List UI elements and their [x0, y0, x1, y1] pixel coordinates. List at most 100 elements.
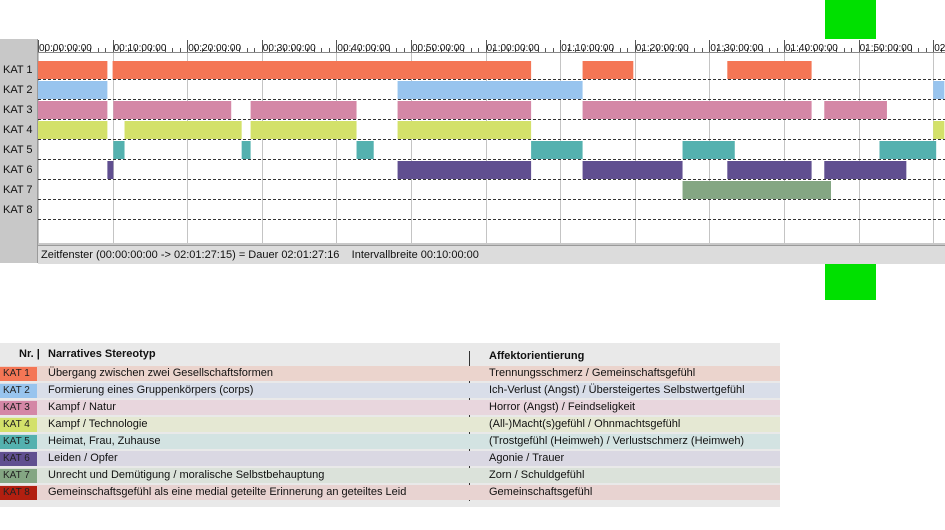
- bar-kat-1: [727, 61, 812, 79]
- legend-stereotyp: Leiden / Opfer: [48, 452, 118, 464]
- green-marker-bottom: [825, 263, 876, 300]
- tick-label: 00:40:00:00: [337, 43, 390, 54]
- legend-stereotyp: Unrecht und Demütigung / moralische Selb…: [48, 469, 325, 481]
- legend-row: KAT 8 Gemeinschaftsgefühl als eine medial…: [0, 485, 780, 500]
- bar-kat-3: [113, 101, 232, 119]
- legend-nr: KAT 1: [3, 368, 30, 379]
- legend-stereotyp: Formierung eines Gruppenkörpers (corps): [48, 384, 254, 396]
- tick-label: 00:10:00:00: [114, 43, 167, 54]
- legend-affekt: Zorn / Schuldgefühl: [489, 469, 585, 481]
- tick-label: 01:40:00:00: [785, 43, 838, 54]
- legend-table: Nr. | Narratives Stereotyp Affektorienti…: [0, 343, 780, 507]
- bar-kat-4: [38, 121, 108, 139]
- bar-kat-5: [531, 141, 583, 159]
- bar-kat-5: [356, 141, 374, 159]
- legend-color-tag: KAT 8: [0, 486, 37, 500]
- legend-affekt: Agonie / Trauer: [489, 452, 565, 464]
- bar-kat-7: [682, 181, 831, 199]
- legend-affekt-header: Affektorientierung: [489, 350, 585, 362]
- legend-color-tag: KAT 1: [0, 367, 37, 381]
- legend-affekt: Ich-Verlust (Angst) / Übersteigertes Sel…: [489, 384, 745, 396]
- legend-nr: KAT 6: [3, 453, 30, 464]
- category-label: KAT 4: [3, 124, 33, 136]
- bar-kat-4: [397, 121, 532, 139]
- bar-kat-3: [824, 101, 887, 119]
- tick-label: 01:00:00:00: [487, 43, 540, 54]
- bar-kat-4: [933, 121, 945, 139]
- legend-affekt: Horror (Angst) / Feindseligkeit: [489, 401, 636, 413]
- category-label: KAT 7: [3, 184, 33, 196]
- bar-kat-4: [124, 121, 242, 139]
- bar-kat-4: [250, 121, 357, 139]
- legend-affekt: (All-)Macht(s)gefühl / Ohnmachtsgefühl: [489, 418, 681, 430]
- legend-color-tag: KAT 6: [0, 452, 37, 466]
- legend-row: KAT 7 Unrecht und Demütigung / moralische…: [0, 468, 780, 483]
- timeline-svg: 00:00:00:00 00:10:00:00 00:20:00:00 00:30:0…: [38, 40, 945, 243]
- category-label: KAT 5: [3, 144, 33, 156]
- bar-kat-3: [582, 101, 812, 119]
- tick-label: 01:50:00:00: [860, 43, 913, 54]
- legend-affekt: Trennungsschmerz / Gemeinschaftsgefühl: [489, 367, 696, 379]
- bar-kat-1: [582, 61, 634, 79]
- bar-kat-5: [113, 141, 125, 159]
- legend-stereotyp: Gemeinschaftsgefühl als eine medial gete…: [48, 486, 407, 498]
- bar-kat-6: [397, 161, 532, 179]
- legend-row: KAT 1 Übergang zwischen zwei Gesellschaft…: [0, 366, 780, 381]
- timeline-panel: KAT 1 KAT 2 KAT 3 KAT 4 KAT 5 KAT 6 KAT 7 KAT 8…: [0, 39, 945, 264]
- legend-row: KAT 6 Leiden / Opfer Agonie / Trauer: [0, 451, 780, 466]
- legend-affekt: (Trostgefühl (Heimweh) / Verlustschmerz …: [489, 435, 745, 447]
- bar-kat-1: [112, 61, 532, 79]
- legend-color-tag: KAT 7: [0, 469, 37, 483]
- legend-nr: KAT 8: [3, 487, 30, 498]
- bar-kat-6: [107, 161, 114, 179]
- legend-nr: KAT 5: [3, 436, 30, 447]
- legend-stereotyp: Übergang zwischen zwei Gesellschaftsform…: [48, 367, 273, 379]
- legend-color-tag: KAT 2: [0, 384, 37, 398]
- legend-stereotyp-header: Narratives Stereotyp: [48, 348, 156, 360]
- bar-kat-5: [682, 141, 735, 159]
- legend-nr: KAT 2: [3, 385, 30, 396]
- tick-label: 00:50:00:00: [412, 43, 465, 54]
- bar-kat-5: [241, 141, 251, 159]
- legend-nr: KAT 7: [3, 470, 30, 481]
- legend-color-tag: KAT 3: [0, 401, 37, 415]
- legend-row: KAT 4 Kampf / Technologie (All-)Macht(s)ge…: [0, 417, 780, 432]
- category-label: KAT 2: [3, 84, 33, 96]
- legend-nr: KAT 4: [3, 419, 30, 430]
- legend-row: KAT 2 Formierung eines Gruppenkörpers (co…: [0, 383, 780, 398]
- tick-label: 01:30:00:00: [710, 43, 763, 54]
- tick-label: 00:00:00:00: [39, 43, 92, 54]
- category-label: KAT 3: [3, 104, 33, 116]
- status-text: Zeitfenster (00:00:00:00 -> 02:01:27:15)…: [41, 249, 479, 261]
- bar-kat-5: [879, 141, 937, 159]
- category-label-column: KAT 1 KAT 2 KAT 3 KAT 4 KAT 5 KAT 6 KAT 7 KAT 8: [0, 39, 38, 263]
- tick-label: 02: [934, 43, 945, 54]
- tick-label: 00:30:00:00: [263, 43, 316, 54]
- bar-kat-6: [727, 161, 812, 179]
- legend-row: KAT 3 Kampf / Natur Horror (Angst) / Feind…: [0, 400, 780, 415]
- legend-affekt: Gemeinschaftsgefühl: [489, 486, 593, 498]
- legend-color-tag: KAT 5: [0, 435, 37, 449]
- bar-kat-6: [824, 161, 907, 179]
- bar-kat-3: [397, 101, 532, 119]
- legend-nr: KAT 3: [3, 402, 30, 413]
- tick-label: 00:20:00:00: [188, 43, 241, 54]
- bar-kat-2: [933, 81, 945, 99]
- timeline-plot: 00:00:00:00 00:10:00:00 00:20:00:00 00:30:0…: [38, 39, 945, 243]
- legend-nr-header: Nr. |: [19, 348, 40, 360]
- bar-kat-1: [38, 61, 108, 79]
- bar-kat-2: [38, 81, 108, 99]
- green-marker-top: [825, 0, 876, 39]
- bar-kat-6: [582, 161, 683, 179]
- bar-kat-3: [38, 101, 108, 119]
- tick-label: 01:20:00:00: [636, 43, 689, 54]
- bar-kat-2: [397, 81, 583, 99]
- tick-label: 01:10:00:00: [561, 43, 614, 54]
- category-label: KAT 8: [3, 204, 33, 216]
- legend-stereotyp: Kampf / Natur: [48, 401, 116, 413]
- legend-stereotyp: Kampf / Technologie: [48, 418, 148, 430]
- category-label: KAT 1: [3, 64, 33, 76]
- category-label: KAT 6: [3, 164, 33, 176]
- status-bar: Zeitfenster (00:00:00:00 -> 02:01:27:15)…: [38, 245, 945, 264]
